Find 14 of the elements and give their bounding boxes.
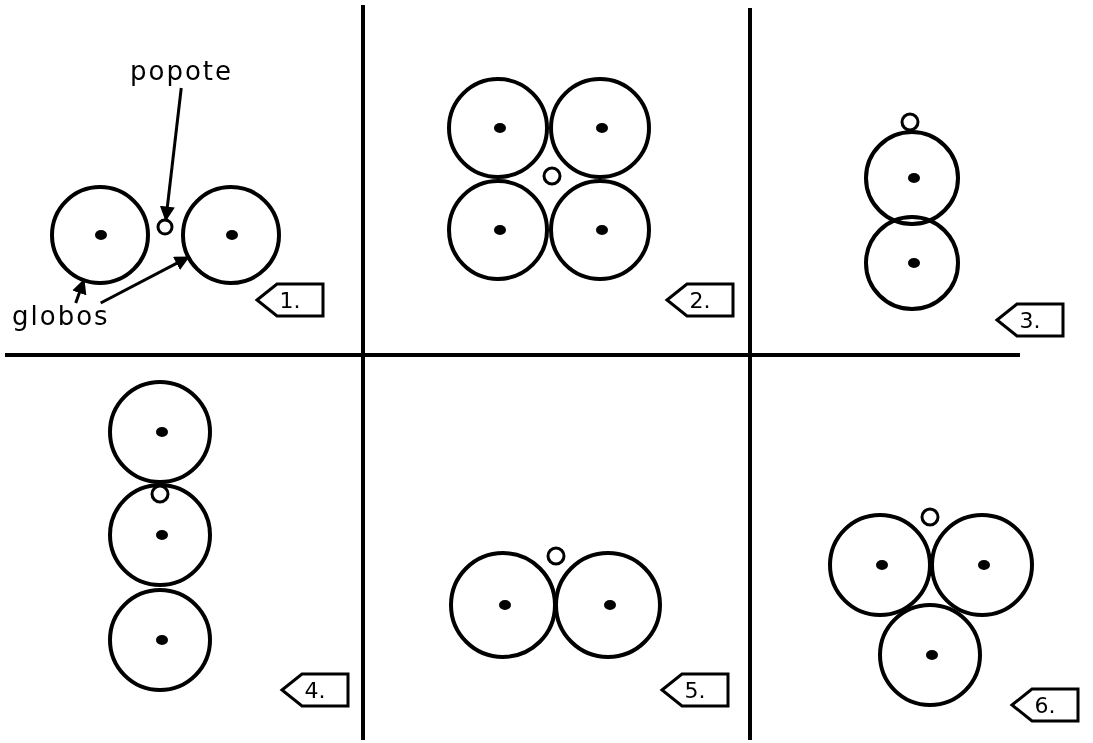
leader-arrow — [99, 255, 190, 305]
panel-number-diamond: 6. — [1010, 687, 1080, 723]
panel-number-diamond: 1. — [255, 282, 325, 318]
panel-number-diamond: 2. — [665, 282, 735, 318]
callout-label: globos — [12, 303, 110, 329]
leader-arrow — [72, 278, 87, 304]
straw-circle — [155, 217, 175, 237]
callout-label: popote — [130, 58, 233, 84]
leader-arrow — [159, 87, 183, 222]
panel-number-diamond: 5. — [660, 672, 730, 708]
panel-number-diamond: 4. — [280, 672, 350, 708]
panel-number-diamond: 3. — [995, 302, 1065, 338]
globe-circle — [180, 184, 282, 286]
globe-circle — [49, 184, 151, 286]
